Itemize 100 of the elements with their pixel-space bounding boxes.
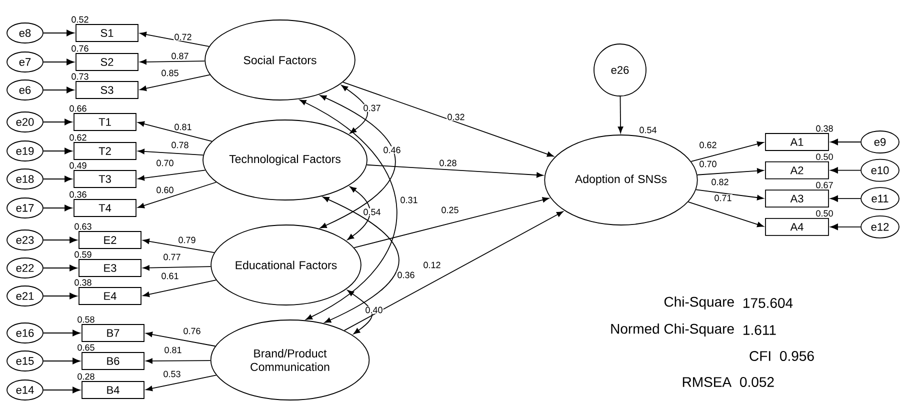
indicator-box: T2	[74, 142, 136, 160]
indicator-box: B6	[82, 352, 144, 370]
path-arrow	[696, 168, 764, 176]
indicator-box: S2	[76, 53, 138, 71]
indicator-box: T4	[74, 199, 136, 217]
edge-label: 0.85	[160, 69, 180, 77]
indicator-box: T3	[74, 170, 136, 188]
indicator-box: B7	[82, 324, 144, 342]
fit-statistic-value: 0.956	[780, 351, 814, 361]
fit-statistic-name: Normed Chi-Square	[611, 323, 734, 337]
r-squared-value: 0.66	[70, 105, 86, 112]
indicator-box: T1	[74, 113, 136, 131]
edge-label: 0.53	[162, 370, 182, 378]
indicator-box: E4	[78, 287, 142, 305]
r-squared-value: 0.65	[78, 344, 94, 351]
path-arrow	[43, 58, 74, 66]
fit-statistic-name: RMSEA	[682, 377, 732, 387]
edge-label: 0.71	[714, 194, 732, 202]
path-arrow	[43, 264, 78, 272]
indicator-box: A2	[765, 161, 829, 180]
path-arrow	[43, 148, 72, 154]
path-arrow	[146, 374, 217, 392]
path-arrow	[830, 195, 862, 202]
path-arrow	[830, 138, 862, 146]
path-arrow	[140, 32, 210, 47]
path-arrow	[146, 358, 211, 364]
path-arrow	[138, 182, 217, 208]
path-arrow	[43, 176, 72, 182]
path-arrow	[43, 292, 78, 300]
fit-statistic-name: Chi-Square	[664, 296, 734, 310]
r-squared-value: 0.73	[72, 73, 88, 80]
edge-label: 0.32	[446, 113, 466, 121]
edge-label: 0.76	[182, 327, 202, 335]
covariance-arrow	[347, 186, 370, 240]
path-arrow	[43, 386, 80, 394]
edge-label: 0.70	[156, 159, 174, 167]
path-arrow	[366, 164, 544, 178]
edge-label: 0.77	[162, 253, 182, 261]
fit-statistic-name: CFI	[750, 351, 770, 361]
indicator-box: E2	[78, 231, 142, 249]
path-arrow	[140, 59, 206, 65]
path-arrow	[138, 148, 204, 156]
edge-label: 0.36	[396, 271, 416, 279]
path-arrow	[146, 332, 216, 347]
path-arrow	[43, 118, 72, 126]
path-arrow	[138, 121, 212, 142]
r-squared-value: 0.28	[78, 373, 94, 380]
path-arrow	[142, 238, 215, 254]
edge-label: 0.37	[362, 104, 382, 112]
r-squared-value: 0.38	[74, 279, 92, 286]
r-squared-value: 0.59	[74, 251, 92, 258]
path-arrow	[140, 74, 210, 92]
edge-label: 0.62	[698, 141, 718, 149]
edge-label: 0.54	[362, 208, 382, 216]
r-squared-value: 0.50	[816, 154, 833, 160]
edge-label: 0.40	[364, 306, 384, 314]
edge-label: 0.72	[174, 33, 192, 41]
edge-label: 0.78	[170, 141, 190, 149]
edge-label: 0.28	[438, 159, 458, 167]
indicator-box: A4	[765, 218, 829, 236]
path-arrow	[354, 197, 550, 248]
indicator-box: A3	[765, 190, 829, 208]
edge-label: 0.31	[400, 196, 418, 204]
edge-label: 0.79	[178, 236, 196, 244]
path-arrow	[142, 280, 216, 298]
indicator-box: S3	[76, 81, 138, 99]
indicator-box: A1	[765, 133, 829, 151]
path-arrow	[43, 236, 78, 244]
path-arrow	[344, 211, 564, 331]
path-arrow	[43, 330, 80, 336]
covariance-arrow	[300, 100, 398, 320]
fit-statistic-value: 1.611	[744, 325, 776, 335]
fit-statistic-value: 0.052	[740, 377, 774, 387]
indicator-box: B4	[82, 381, 144, 399]
edge-label: 0.70	[698, 160, 718, 168]
r-squared-value: 0.54	[640, 126, 656, 134]
covariance-arrow	[320, 95, 396, 228]
edge-label: 0.82	[710, 178, 730, 186]
edge-label: 0.87	[170, 52, 190, 60]
covariance-arrow	[322, 196, 400, 323]
edge-label: 0.61	[160, 272, 180, 280]
edge-label: 0.46	[382, 146, 402, 154]
path-arrow	[43, 358, 80, 364]
path-arrow	[43, 204, 72, 212]
path-arrow	[690, 141, 764, 162]
path-arrow	[43, 86, 74, 94]
r-squared-value: 0.63	[74, 223, 92, 230]
r-squared-value: 0.58	[78, 316, 94, 323]
edge-label: 0.60	[156, 186, 174, 194]
edge-label: 0.81	[174, 123, 192, 131]
r-squared-value: 0.52	[72, 16, 88, 23]
path-arrow	[138, 170, 206, 181]
path-arrow	[618, 96, 624, 134]
r-squared-value: 0.49	[70, 162, 86, 169]
indicator-box: E3	[78, 259, 142, 277]
path-arrow	[830, 224, 862, 230]
path-arrow	[142, 265, 212, 271]
fit-statistic-value: 175.604	[744, 298, 793, 308]
r-squared-value: 0.50	[816, 210, 833, 217]
path-arrow	[342, 82, 554, 157]
